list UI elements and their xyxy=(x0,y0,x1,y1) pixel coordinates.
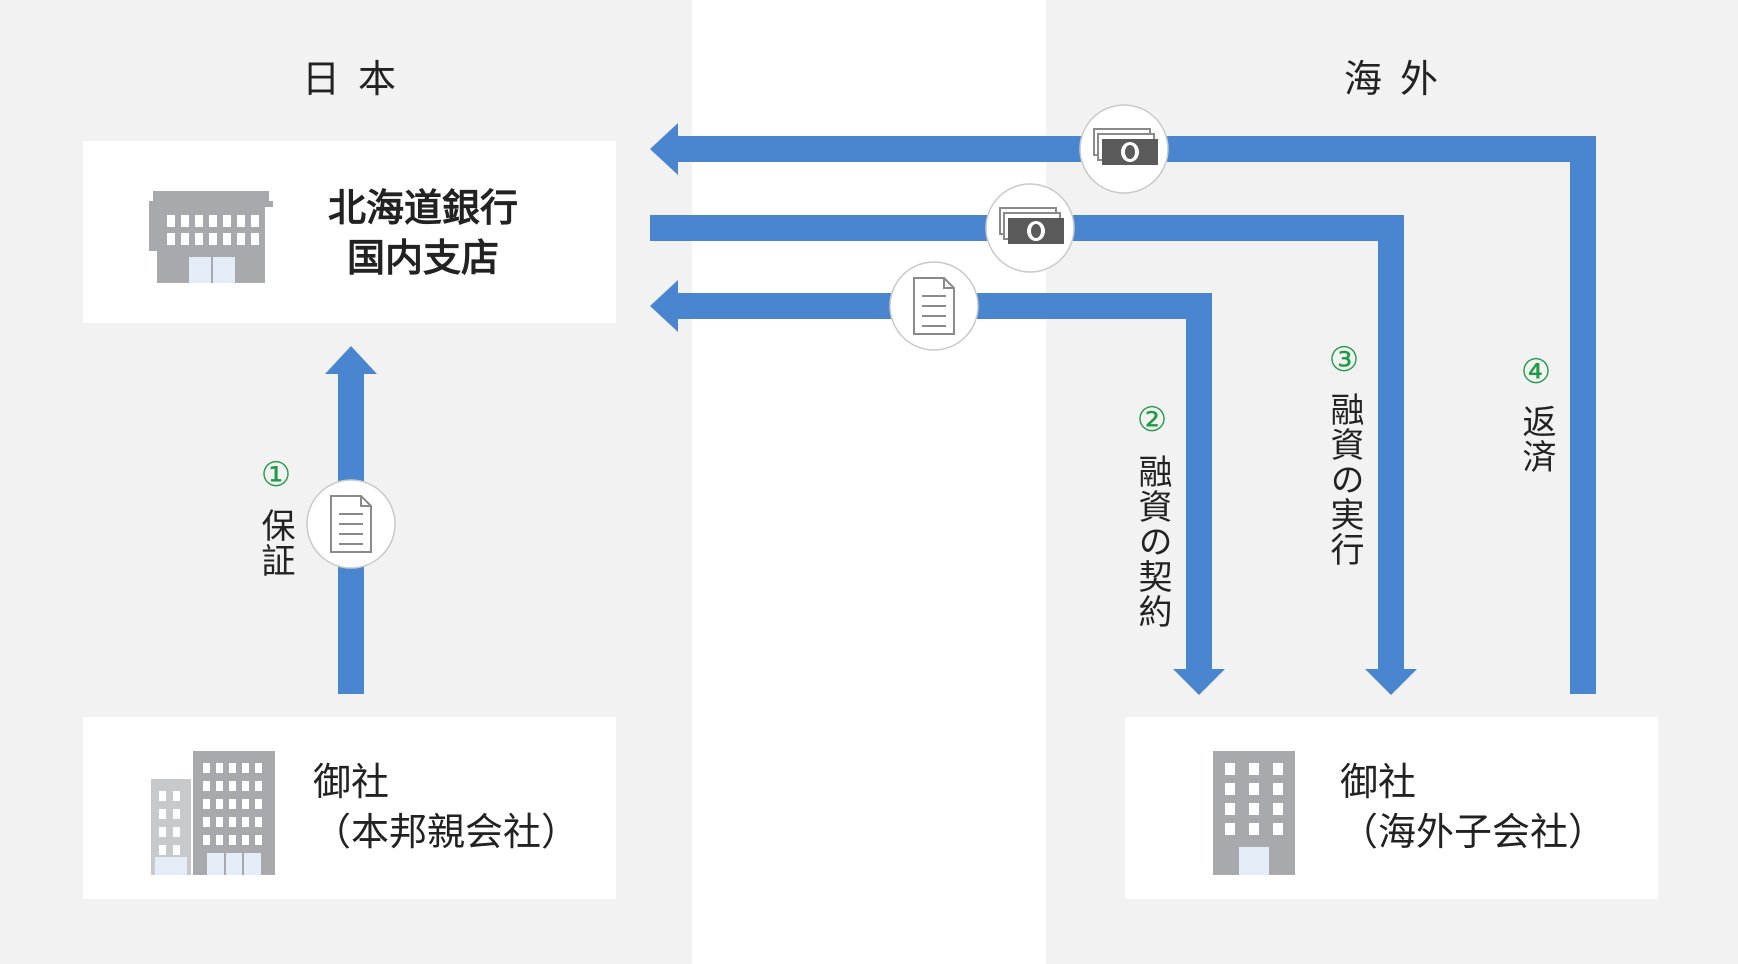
subsidiary-name: 御社 （海外子会社） xyxy=(1340,757,1606,857)
region-label-japan: 日本 xyxy=(302,57,415,101)
document-icon xyxy=(306,479,396,569)
step-4-number: ④ xyxy=(1520,352,1552,392)
banknote-icon xyxy=(1079,104,1169,194)
parent-company-building-icon xyxy=(151,751,275,875)
banknote-icon xyxy=(985,183,1075,273)
document-icon xyxy=(889,261,979,351)
subsidiary-building-icon xyxy=(1213,751,1295,875)
step-1-label: 保証 xyxy=(255,508,295,578)
subsidiary-box: 御社 （海外子会社） xyxy=(1125,717,1658,899)
bank-name: 北海道銀行 国内支店 xyxy=(313,183,533,283)
step-2-number: ② xyxy=(1136,400,1168,440)
arrow-step-4 xyxy=(650,123,1596,694)
region-label-overseas: 海外 xyxy=(1344,57,1457,101)
bank-building-icon xyxy=(149,191,273,283)
subsidiary-line2: （海外子会社） xyxy=(1340,810,1607,854)
parent-company-box: 御社 （本邦親会社） xyxy=(83,717,616,899)
step-1-number: ① xyxy=(260,455,292,495)
step-3-number: ③ xyxy=(1328,340,1360,380)
arrow-step-3 xyxy=(650,215,1417,695)
parent-company-name: 御社 （本邦親会社） xyxy=(313,757,579,857)
subsidiary-line1: 御社 xyxy=(1340,760,1417,804)
step-4-label: 返済 xyxy=(1516,404,1556,474)
step-3-label: 融資の実行 xyxy=(1324,392,1364,567)
bank-box: 北海道銀行 国内支店 xyxy=(83,141,616,323)
step-2-label: 融資の契約 xyxy=(1132,454,1172,629)
parent-company-line1: 御社 xyxy=(313,760,390,804)
parent-company-line2: （本邦親会社） xyxy=(313,810,580,854)
bank-name-line2: 国内支店 xyxy=(346,236,499,280)
bank-name-line1: 北海道銀行 xyxy=(327,186,518,230)
